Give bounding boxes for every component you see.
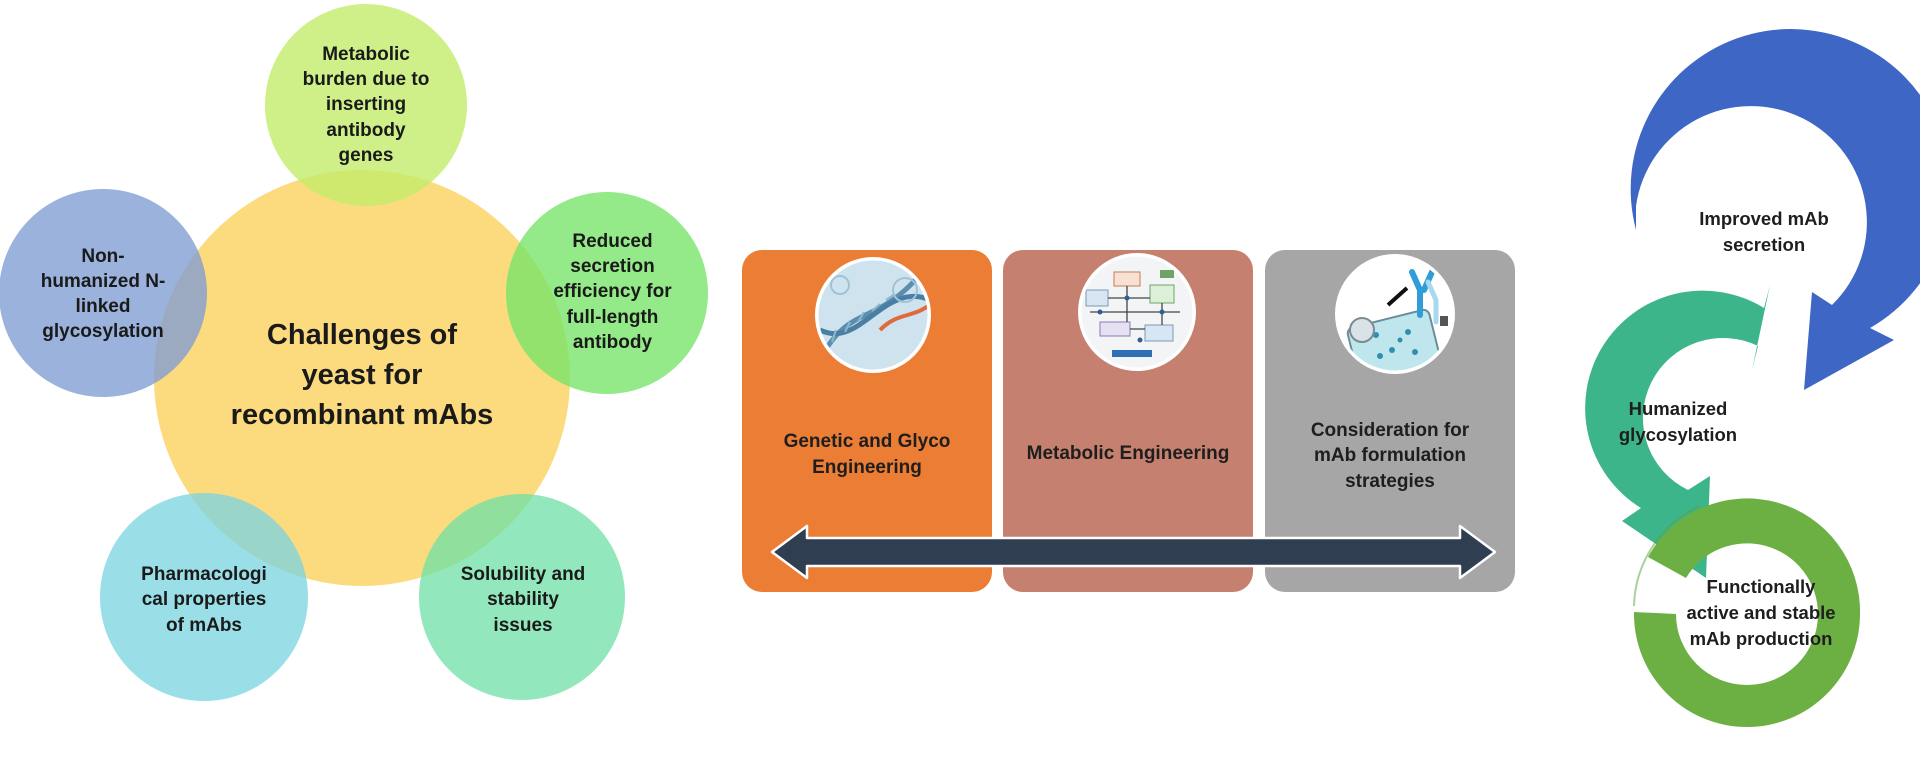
cycle-step-improved-secretion: Improved mAb secretion xyxy=(1699,208,1829,255)
double-arrow xyxy=(770,524,1497,580)
challenge-right-label: Reduced secretion efficiency for full-le… xyxy=(553,231,672,353)
pillar-metabolic-label: Metabolic Engineering xyxy=(1026,443,1230,465)
challenge-circles xyxy=(0,4,708,701)
top-challenge-circle xyxy=(265,4,467,206)
pillar-formulation-label: Consideration for mAb formulation strate… xyxy=(1310,419,1470,492)
bottom-right-challenge-circle xyxy=(419,494,625,700)
metabolic-pathway-icon xyxy=(1078,253,1196,371)
cycle-step-functional-production: Functionally active and stable mAb produ… xyxy=(1686,576,1836,649)
challenge-bottom-right-label: Solubility and stability issues xyxy=(460,564,586,636)
pillar-genetic-label: Genetic and Glyco Engineering xyxy=(783,431,951,478)
right-challenge-circle xyxy=(506,192,708,394)
engineering-pillars xyxy=(742,250,1515,592)
pillar-formulation-bg xyxy=(1265,250,1515,592)
cycle-arrow-teal xyxy=(1585,285,1770,578)
antibody-formulation-icon xyxy=(1335,254,1455,374)
challenge-bottom-left-label: Pharmacologi cal properties of mAbs xyxy=(141,564,267,636)
challenge-top-label: Metabolic burden due to inserting antibo… xyxy=(302,44,430,166)
center-challenge-circle xyxy=(154,170,570,586)
pillar-genetic-bg xyxy=(742,250,992,592)
cycle-arrow-green xyxy=(1634,498,1861,727)
left-challenge-circle xyxy=(0,189,207,397)
cycle-step-humanized-glycosylation: Humanized glycosylation xyxy=(1618,398,1738,445)
bottom-left-challenge-circle xyxy=(100,493,308,701)
challenge-left-label: Non- humanized N- linked glycosylation xyxy=(40,245,166,343)
dna-helix-icon xyxy=(815,257,931,373)
cycle-arrow-blue xyxy=(1630,29,1920,390)
process-cycle xyxy=(1585,29,1920,727)
challenge-center-label: Challenges of yeast for recombinant mAbs xyxy=(230,318,494,431)
